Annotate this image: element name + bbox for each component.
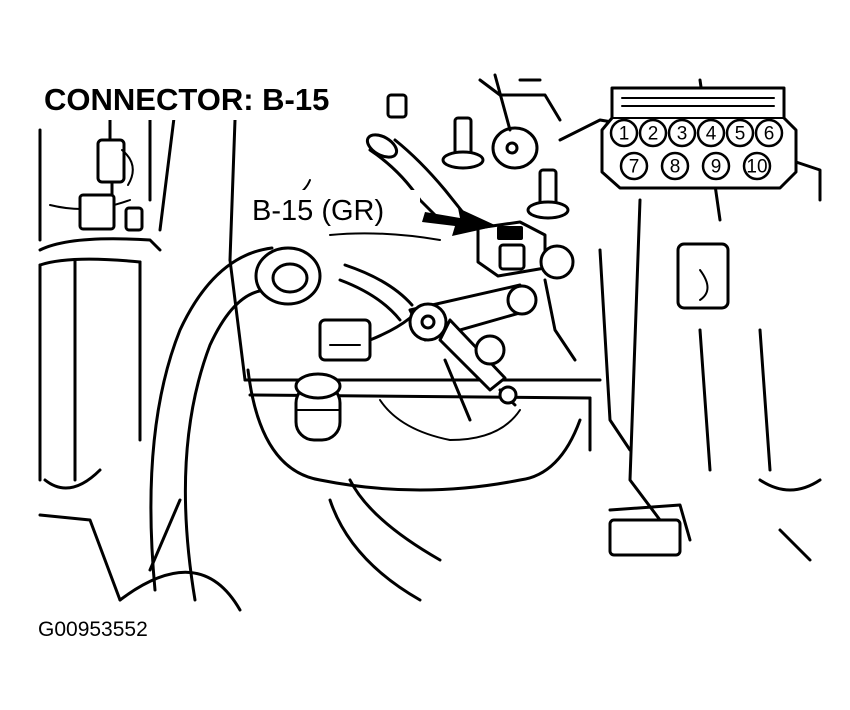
lower-hose-left (118, 478, 442, 612)
mount-studs (386, 73, 570, 220)
shift-linkage (408, 283, 538, 422)
harness-right (318, 263, 414, 362)
title: CONNECTOR: B-15 (44, 82, 329, 117)
connector-pin (660, 151, 690, 181)
connector-pin-number: 2 (648, 124, 659, 145)
connector-pin-number: 8 (670, 157, 681, 178)
connector-pin-number: 5 (735, 124, 746, 145)
connector-pin (754, 118, 784, 148)
connector-pin-number: 9 (711, 157, 722, 178)
left-frame (38, 108, 177, 602)
connector-pin (609, 118, 639, 148)
main-hose (149, 246, 322, 602)
connector-pin-number: 1 (619, 124, 630, 145)
connector-pin-number: 6 (764, 124, 775, 145)
pin-row-bottom: 7 8 9 10 (619, 151, 772, 181)
connector-pin (667, 118, 697, 148)
callout-arrow (422, 208, 497, 236)
harness-clip-left (78, 118, 144, 232)
connector-pin (742, 151, 772, 181)
connector-pin (638, 118, 668, 148)
callout-label: B-15 (GR) (252, 195, 384, 227)
connector-pin-number: 3 (677, 124, 688, 145)
connector-pin (701, 151, 731, 181)
connector-pin (619, 151, 649, 181)
connector-pin-number: 10 (746, 157, 767, 178)
filter-cylinder (294, 372, 342, 442)
figure-id: G00953552 (38, 618, 148, 641)
right-bracket (608, 78, 822, 562)
b15-connector-installed (476, 220, 577, 362)
connector-pin (725, 118, 755, 148)
connector-pin-number: 7 (629, 157, 640, 178)
connector-pin-number: 4 (706, 124, 717, 145)
connector-pin (696, 118, 726, 148)
